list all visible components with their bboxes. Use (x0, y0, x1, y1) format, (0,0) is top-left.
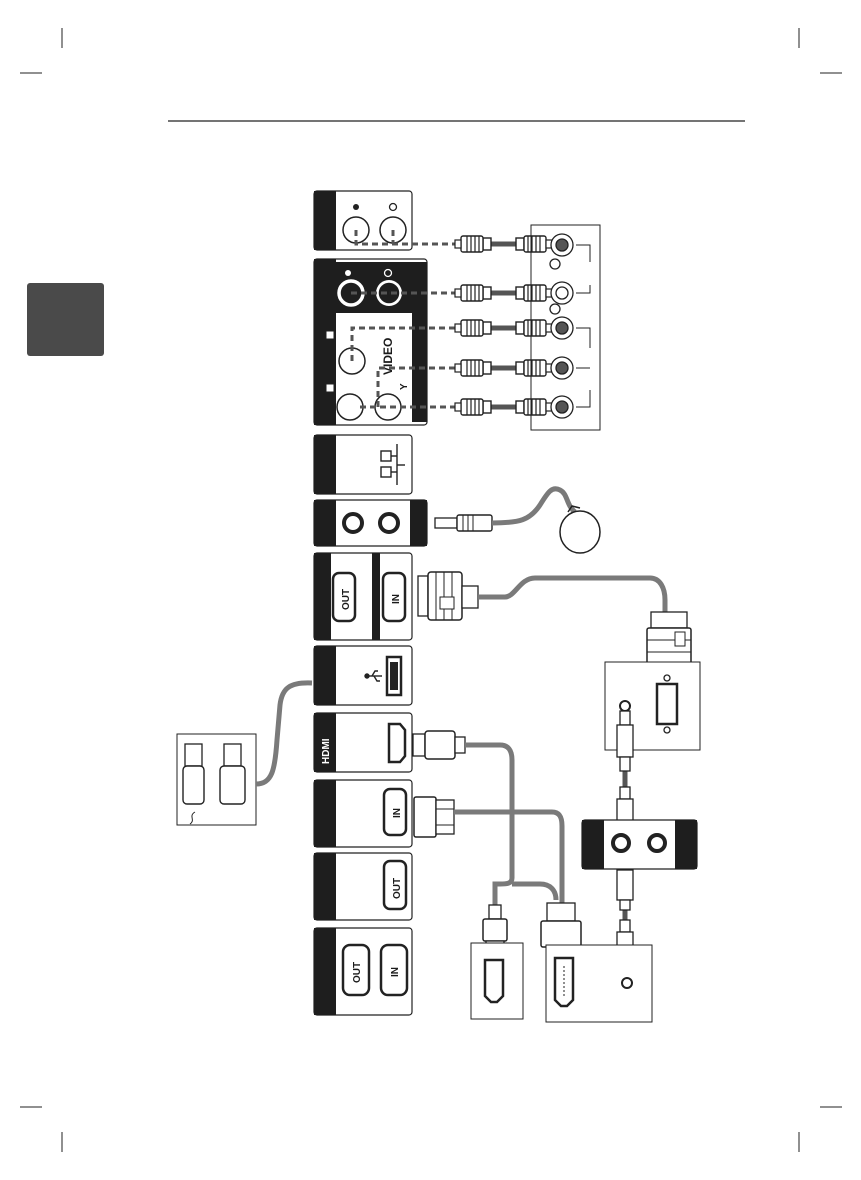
component-video-panel: VIDEO Y (314, 259, 427, 425)
dvi-out-panel: OUT (314, 853, 412, 920)
ir-receiver-cable (435, 489, 600, 553)
dvi-out-label: OUT (392, 878, 403, 899)
hdmi-panel: HDMI (314, 713, 412, 772)
side-tab (27, 283, 104, 356)
hdmi-source-device (471, 943, 523, 1019)
rgb-panel: OUT IN (314, 553, 412, 640)
hdmi-port-icon (389, 724, 405, 762)
ir-in-label: IN (390, 967, 401, 977)
audio-jack-panel (582, 820, 697, 869)
rgb-in-label: IN (391, 594, 402, 604)
dvi-in-panel: IN (314, 780, 412, 847)
hdmi-logo: HDMI (321, 738, 332, 764)
hdmi-port-icon (485, 960, 503, 1002)
hdmi-cable (413, 731, 512, 955)
rgb-port-icon (657, 675, 677, 733)
audio-in-panel (314, 191, 412, 250)
y-label: Y (399, 383, 410, 390)
ir-out-in-panel: OUT IN (314, 928, 412, 1015)
rgb-cable (418, 572, 691, 666)
lan-panel (314, 435, 412, 494)
usb-device (177, 683, 312, 825)
ir-receiver-icon (560, 506, 600, 553)
ir-panel (314, 500, 427, 546)
usb-panel (314, 646, 412, 705)
dvi-in-label: IN (392, 808, 403, 818)
ir-out-label: OUT (352, 962, 363, 983)
rgb-out-label: OUT (341, 589, 352, 610)
dvi-source-device (546, 945, 652, 1022)
